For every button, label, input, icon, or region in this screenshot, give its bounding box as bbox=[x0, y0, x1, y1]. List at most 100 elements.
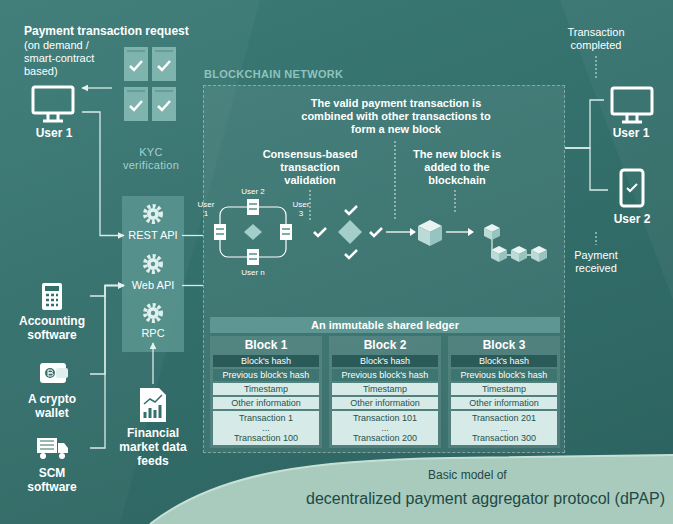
connector bbox=[90, 286, 124, 449]
annotation: User n bbox=[236, 268, 270, 277]
node-label: Accounting software bbox=[14, 314, 90, 342]
node-label: A crypto wallet bbox=[14, 392, 90, 420]
node-label: Previous block's hash bbox=[451, 369, 557, 381]
annotation: The new block is added to the blockchain bbox=[405, 148, 509, 187]
gear-icons bbox=[145, 206, 161, 321]
api-item: Web API bbox=[124, 278, 182, 293]
connector bbox=[182, 235, 203, 236]
node-label: ... bbox=[332, 423, 438, 433]
node-label: Transaction 300 bbox=[451, 433, 557, 443]
api-panel bbox=[122, 196, 184, 352]
node-label: ... bbox=[451, 423, 557, 433]
annotation: User 2 bbox=[236, 187, 270, 196]
connector bbox=[82, 87, 112, 88]
node-label: Web API bbox=[124, 279, 182, 292]
kyc-node: KYC verification bbox=[112, 42, 190, 172]
node-label: Transaction 1 bbox=[213, 413, 319, 423]
icon-node: A crypto wallet bbox=[14, 358, 90, 420]
node-label: Other information bbox=[213, 397, 319, 409]
wallet-icon bbox=[40, 363, 68, 383]
ledger-panel: An immutable shared ledgerBlock 1 Block's… bbox=[210, 317, 560, 448]
annotation: Payment received bbox=[558, 249, 634, 275]
node-label: Transaction 101 bbox=[332, 413, 438, 423]
node-label: User 1 bbox=[26, 126, 82, 140]
phone-icon bbox=[621, 170, 643, 206]
icon-node: SCM software bbox=[14, 436, 90, 494]
connector bbox=[90, 286, 124, 375]
ground-wave bbox=[150, 455, 673, 524]
node-label: Transaction 201 bbox=[451, 413, 557, 423]
node-label: Other information bbox=[332, 397, 438, 409]
api-item: REST API bbox=[124, 228, 182, 243]
block-field: Other information bbox=[332, 397, 438, 409]
block-box: Block 3 Block's hashPrevious block's hash… bbox=[448, 336, 560, 448]
node-label: SCM software bbox=[14, 466, 90, 494]
block-field: Block's hash bbox=[332, 355, 438, 367]
block-box: Block 2 Block's hashPrevious block's hash… bbox=[329, 336, 441, 448]
block-box: Block 1 Block's hashPrevious block's hash… bbox=[210, 336, 322, 448]
block-field: Transaction 101...Transaction 200 bbox=[332, 411, 438, 445]
node-label: Timestamp bbox=[332, 383, 438, 395]
block-field: Transaction 1...Transaction 100 bbox=[213, 411, 319, 445]
diagram-title: decentralized payment aggregator protoco… bbox=[306, 489, 665, 509]
connector bbox=[82, 112, 124, 236]
caption: Basic model of bbox=[428, 468, 507, 482]
annotation: Payment transaction request bbox=[24, 24, 204, 38]
connector bbox=[152, 343, 153, 384]
node-label: Timestamp bbox=[451, 383, 557, 395]
connector bbox=[565, 100, 604, 148]
calculator-icon bbox=[42, 283, 62, 310]
block-field: Timestamp bbox=[213, 383, 319, 395]
annotation: User 1 bbox=[196, 200, 216, 218]
kyc-servers bbox=[124, 47, 176, 121]
connector bbox=[182, 285, 203, 286]
icon-node: User 1 bbox=[604, 82, 658, 140]
node-label: RPC bbox=[124, 327, 182, 340]
right-monitor-icon bbox=[612, 88, 652, 122]
region-heading: BLOCKCHAIN NETWORK bbox=[204, 68, 343, 81]
node-label: Other information bbox=[451, 397, 557, 409]
block-field: Timestamp bbox=[332, 383, 438, 395]
node-label: Timestamp bbox=[213, 383, 319, 395]
connector bbox=[565, 148, 608, 190]
report-icon bbox=[140, 388, 166, 422]
annotation: The valid payment transaction is combine… bbox=[295, 97, 497, 136]
annotation: Consensus-based transaction validation bbox=[258, 148, 362, 187]
block-field: Other information bbox=[451, 397, 557, 409]
annotation: Transaction completed bbox=[558, 26, 634, 52]
node-label: Block's hash bbox=[213, 355, 319, 367]
block-heading: Block 2 bbox=[332, 338, 438, 353]
node-label: Transaction 200 bbox=[332, 433, 438, 443]
node-label: Block's hash bbox=[451, 355, 557, 367]
block-field: Transaction 201...Transaction 300 bbox=[451, 411, 557, 445]
block-heading: Block 3 bbox=[451, 338, 557, 353]
node-label: Transaction 100 bbox=[213, 433, 319, 443]
icon-node: User 2 bbox=[608, 166, 656, 226]
node-label: Previous block's hash bbox=[213, 369, 319, 381]
block-field: Previous block's hash bbox=[451, 369, 557, 381]
annotation: (on demand / smart-contract based) bbox=[24, 39, 114, 78]
node-label: KYC verification bbox=[112, 146, 190, 172]
block-field: Timestamp bbox=[451, 383, 557, 395]
icon-node: User 1 bbox=[26, 82, 82, 140]
block-field: Block's hash bbox=[213, 355, 319, 367]
node-label: ... bbox=[213, 423, 319, 433]
wave-edge bbox=[150, 455, 673, 524]
node-label: Financial market data feeds bbox=[114, 426, 192, 468]
node-label: Block's hash bbox=[332, 355, 438, 367]
node-label: Previous block's hash bbox=[332, 369, 438, 381]
api-item: RPC bbox=[124, 326, 182, 341]
truck-icon bbox=[37, 438, 68, 459]
node-label: User 1 bbox=[604, 126, 658, 140]
block-heading: Block 1 bbox=[213, 338, 319, 353]
monitor-icon bbox=[33, 87, 73, 121]
block-field: Other information bbox=[213, 397, 319, 409]
ledger-heading: An immutable shared ledger bbox=[210, 317, 560, 333]
node-label: User 2 bbox=[608, 212, 656, 226]
connector bbox=[90, 286, 124, 297]
block-field: Previous block's hash bbox=[213, 369, 319, 381]
block-field: Previous block's hash bbox=[332, 369, 438, 381]
node-label: REST API bbox=[124, 229, 182, 242]
icon-node: Accounting software bbox=[14, 280, 90, 342]
annotation: User 3 bbox=[291, 200, 311, 218]
